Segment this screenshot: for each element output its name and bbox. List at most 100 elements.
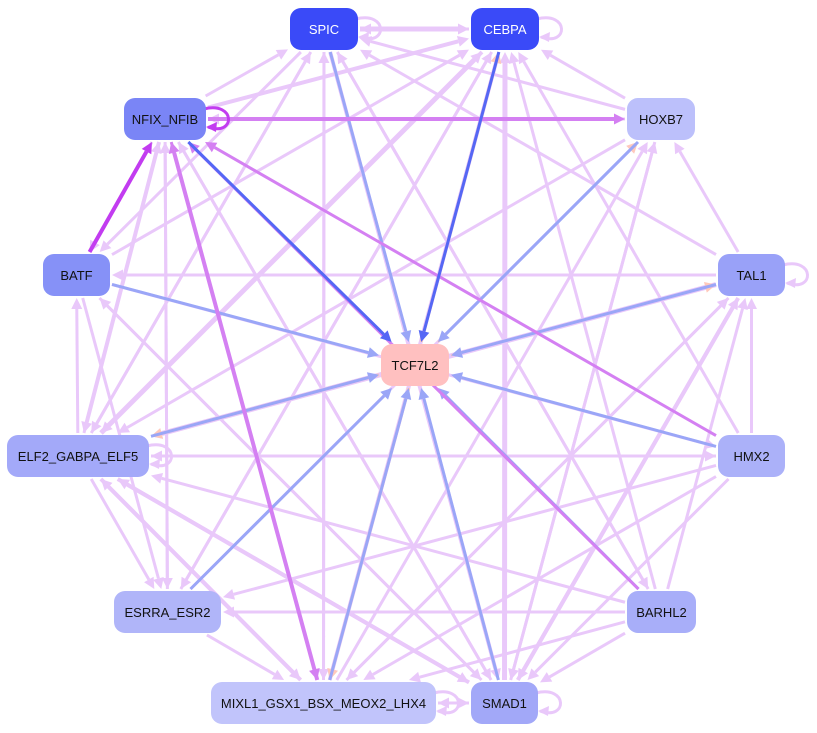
edge-line [345, 304, 722, 682]
edge-spic-to-tcf7l2 [328, 51, 412, 342]
edge-tal1-to-batf [112, 269, 716, 281]
arrowhead-icon [271, 669, 285, 680]
edge-hoxb7-to-elf2_gabpa_elf5 [117, 138, 626, 433]
arrowhead-icon [205, 142, 218, 153]
edge-nfix_nfib-to-mixl1_gsx1_bsx_meox2_lhx4 [169, 141, 320, 680]
arrowhead-icon [81, 420, 93, 433]
arrowhead-icon [451, 347, 464, 358]
node-tal1[interactable]: TAL1 [718, 254, 785, 296]
edge-tal1-to-hoxb7 [674, 142, 740, 253]
edge-mixl1_gsx1_bsx_meox2_lhx4-to-tal1 [345, 298, 729, 682]
edge-line [444, 140, 640, 336]
edge-elf2_gabpa_elf5-to-mixl1_gsx1_bsx_meox2_lhx4 [99, 477, 301, 680]
arrowhead-icon [400, 329, 412, 342]
arrowhead-icon [456, 36, 469, 47]
edge-line [99, 477, 295, 674]
arrowhead-icon [438, 330, 450, 342]
node-label: MIXL1_GSX1_BSX_MEOX2_LHX4 [220, 695, 427, 711]
edge-cebpa-to-tcf7l2 [418, 51, 501, 342]
edge-line [516, 306, 735, 681]
edge-line [548, 631, 626, 679]
node-hoxb7[interactable]: HOXB7 [627, 98, 695, 140]
arrowhead-icon [727, 298, 739, 311]
edge-spic-to-elf2_gabpa_elf5 [91, 51, 313, 433]
edge-hoxb7-to-smad1 [508, 141, 657, 680]
arrowhead-icon [309, 667, 320, 680]
arrowhead-icon [141, 142, 152, 155]
edge-barhl2-to-mixl1_gsx1_bsx_meox2_lhx4 [408, 620, 626, 683]
arrowhead-icon [275, 49, 288, 60]
edge-batf-to-cebpa [111, 49, 469, 256]
edge-cebpa-to-esrra_esr2 [180, 51, 493, 589]
edge-hmx2-to-tal1 [746, 298, 757, 433]
node-tcf7l2[interactable]: TCF7L2 [381, 344, 449, 386]
arrowhead-icon [737, 298, 748, 311]
edge-spic-to-barhl2 [336, 51, 649, 589]
edge-mixl1_gsx1_bsx_meox2_lhx4-to-smad1 [438, 697, 469, 709]
edge-line [189, 394, 386, 591]
edge-nfix_nfib-to-esrra_esr2 [161, 141, 173, 589]
edge-line [328, 398, 408, 681]
edge-line [98, 296, 475, 674]
arrowhead-icon [380, 388, 392, 400]
edge-line [206, 633, 276, 676]
node-smad1[interactable]: SMAD1 [471, 682, 538, 724]
edge-line [111, 282, 369, 355]
arrowhead-icon [149, 459, 160, 469]
node-label: TAL1 [736, 267, 767, 283]
arrowhead-icon [539, 32, 550, 42]
node-nfix-nfib[interactable]: NFIX_NFIB [124, 98, 206, 140]
edge-hmx2-to-mixl1_gsx1_bsx_meox2_lhx4 [363, 475, 717, 680]
edge-line [169, 141, 316, 670]
edge-line [163, 141, 169, 579]
node-elf2-gabpa-elf5[interactable]: ELF2_GABPA_ELF5 [7, 435, 149, 477]
edge-line [461, 376, 717, 448]
arrowhead-icon [541, 49, 554, 61]
edge-line [512, 141, 657, 670]
arrowhead-icon [705, 450, 716, 462]
arrowhead-icon [508, 667, 519, 680]
edge-esrra_esr2-to-mixl1_gsx1_bsx_meox2_lhx4 [206, 633, 285, 680]
node-esrra-esr2[interactable]: ESRRA_ESR2 [114, 591, 221, 633]
edge-line [233, 464, 717, 596]
arrowhead-icon [716, 298, 729, 310]
edge-elf2_gabpa_elf5-to-tcf7l2 [150, 372, 379, 438]
node-spic[interactable]: SPIC [290, 8, 358, 50]
edge-barhl2-to-elf2_gabpa_elf5 [151, 473, 626, 604]
node-barhl2[interactable]: BARHL2 [627, 591, 696, 633]
arrowhead-icon [518, 52, 529, 65]
edge-cebpa-to-elf2_gabpa_elf5 [101, 50, 484, 433]
edge-nfix_nfib-to-smad1 [177, 141, 492, 680]
arrowhead-icon [288, 668, 301, 680]
edge-line [368, 53, 717, 256]
edge-cebpa-to-spic [360, 23, 469, 35]
node-hmx2[interactable]: HMX2 [718, 435, 785, 477]
edge-line [336, 51, 644, 581]
node-batf[interactable]: BATF [43, 254, 110, 296]
node-mixl1-gsx1-bsx-meox2-lhx4[interactable]: MIXL1_GSX1_BSX_MEOX2_LHX4 [211, 682, 436, 724]
arrowhead-icon [540, 672, 553, 683]
edge-smad1-to-cebpa [499, 52, 511, 681]
edge-line [177, 141, 487, 672]
arrowhead-icon [456, 49, 469, 60]
arrowhead-icon [451, 372, 464, 383]
node-cebpa[interactable]: CEBPA [471, 8, 539, 50]
edge-smad1-to-tcf7l2 [418, 388, 500, 681]
edge-line [512, 62, 657, 590]
edge-spic-to-batf [99, 50, 302, 252]
arrowhead-icon [112, 269, 123, 281]
edge-line [204, 53, 280, 98]
node-label: ELF2_GABPA_ELF5 [17, 448, 139, 464]
arrowhead-icon [637, 142, 648, 155]
node-label: CEBPA [483, 21, 527, 37]
edge-line [461, 283, 717, 354]
edge-nfix_nfib-to-spic [204, 49, 288, 98]
edge-line [419, 620, 626, 679]
arrowhead-icon [363, 669, 376, 680]
edge-barhl2-to-esrra_esr2 [223, 606, 625, 618]
arrowhead-icon [469, 668, 482, 680]
edge-smad1-to-tal1 [516, 298, 739, 681]
arrowhead-icon [117, 422, 131, 433]
